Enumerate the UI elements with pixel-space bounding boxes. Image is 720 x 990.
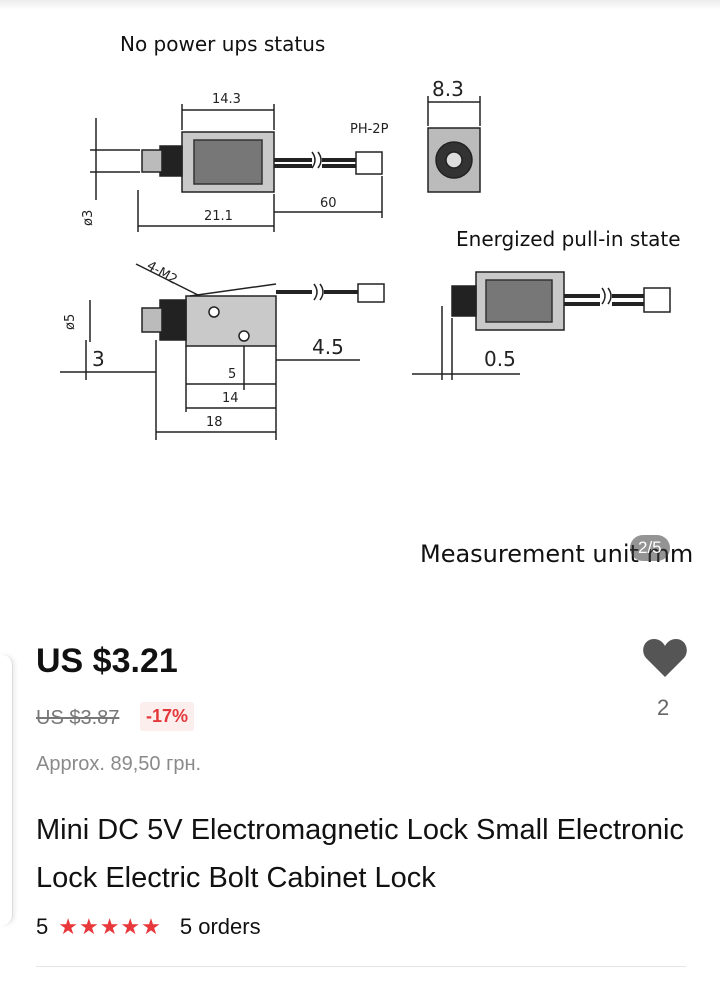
dim-label: 14.3 bbox=[212, 92, 241, 107]
dim-label: 8.3 bbox=[432, 77, 464, 101]
technical-drawing: 14.3 8.3 PH-2P 60 21.1 ø3 4-M2 ø5 3 4.5 … bbox=[60, 77, 671, 440]
star-rating-icon: ★★★★★ bbox=[58, 914, 162, 939]
dim-label: PH-2P bbox=[350, 122, 389, 137]
dim-label: 5 bbox=[228, 367, 236, 382]
discount-badge: -17% bbox=[140, 702, 195, 731]
dim-label: 14 bbox=[222, 391, 239, 406]
top-fade bbox=[0, 0, 720, 10]
dim-label: ø5 bbox=[63, 314, 78, 330]
dim-label: 21.1 bbox=[204, 209, 233, 224]
energized-label: Energized pull-in state bbox=[456, 227, 681, 251]
section-divider bbox=[36, 966, 686, 967]
dim-label: 18 bbox=[206, 415, 223, 430]
current-price: US $3.21 bbox=[36, 642, 178, 680]
wishlist-count: 2 bbox=[657, 695, 670, 720]
wishlist-heart-icon[interactable] bbox=[642, 637, 688, 679]
side-drawer-edge[interactable] bbox=[0, 655, 13, 925]
product-image-gallery[interactable]: 14.3 8.3 PH-2P 60 21.1 ø3 4-M2 ø5 3 4.5 … bbox=[0, 0, 720, 600]
dim-label: ø3 bbox=[81, 210, 96, 226]
dim-label: 3 bbox=[92, 347, 105, 371]
image-pager-indicator: 2/5 bbox=[630, 535, 670, 561]
approx-local-price: Approx. 89,50 грн. bbox=[36, 753, 202, 775]
dim-label: 4.5 bbox=[312, 335, 344, 359]
dim-label: 60 bbox=[320, 196, 337, 211]
dim-label: 4-M2 bbox=[144, 258, 180, 287]
rating-row[interactable]: 5 ★★★★★ 5 orders bbox=[36, 914, 261, 940]
original-price: US $3.87 bbox=[36, 707, 120, 729]
orders-count: 5 orders bbox=[179, 914, 261, 939]
no-power-label: No power ups status bbox=[120, 32, 326, 56]
rating-value: 5 bbox=[36, 914, 49, 939]
dim-label: 0.5 bbox=[484, 347, 516, 371]
product-title[interactable]: Mini DC 5V Electromagnetic Lock Small El… bbox=[36, 814, 684, 894]
